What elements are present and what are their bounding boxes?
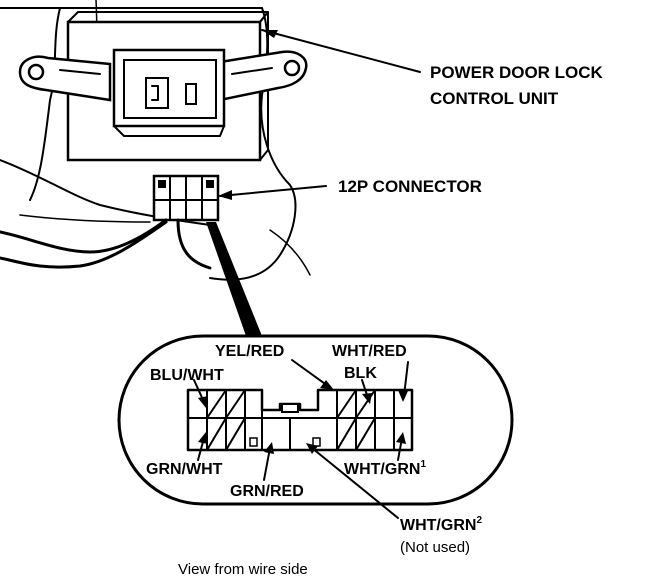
connector-label: 12P CONNECTOR (338, 177, 482, 196)
power-door-lock-control-unit (18, 11, 308, 162)
pin-label-yel-red: YEL/RED (215, 343, 284, 360)
pin-label-wht-grn1: WHT/GRN1 (344, 459, 426, 478)
detail-view-oval (117, 334, 514, 506)
pin-label-grn-wht: GRN/WHT (146, 461, 223, 478)
detail-pointer (206, 222, 262, 336)
view-caption: View from wire side (178, 561, 308, 578)
pin-label-wht-grn2: WHT/GRN2 (400, 515, 482, 534)
pin-label-wht-red: WHT/RED (332, 343, 407, 360)
pin-label-blk: BLK (344, 365, 377, 382)
connector-leader-line (219, 185, 327, 197)
connector-leader-arrowhead (218, 190, 232, 200)
unit-label-line1: POWER DOOR LOCK (430, 63, 604, 82)
unit-leader-arrowhead (262, 30, 278, 38)
connector-face (186, 388, 414, 452)
pin-label-grn-red: GRN/RED (230, 483, 304, 500)
unit-leader-line (261, 29, 421, 73)
unit-label-line2: CONTROL UNIT (430, 89, 559, 108)
pin-label-blu-wht: BLU/WHT (150, 367, 224, 384)
12p-connector-illustration (0, 174, 220, 270)
terminal-arrows (193, 359, 409, 519)
not-used-note: (Not used) (400, 539, 470, 556)
